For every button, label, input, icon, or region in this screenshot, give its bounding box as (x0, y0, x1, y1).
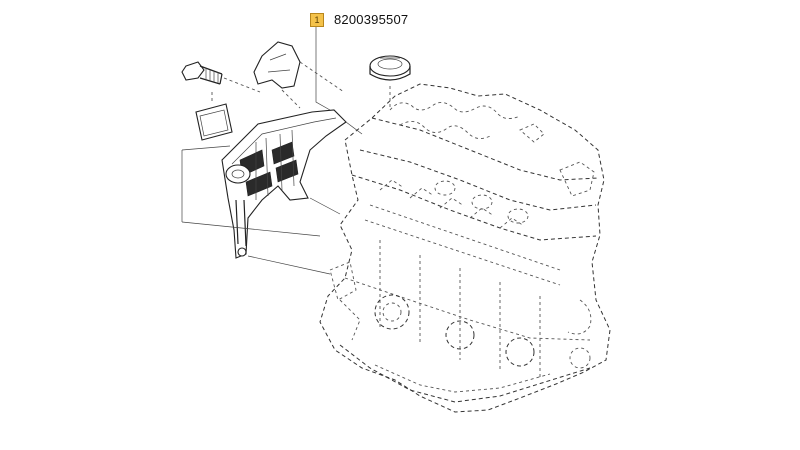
part-callout: 1 8200395507 (310, 12, 408, 27)
oil-filler-cap (369, 55, 411, 110)
gasket-plate (195, 92, 233, 141)
callout-index-badge: 1 (310, 12, 324, 27)
projection-lines (181, 61, 363, 275)
engine-block (319, 83, 611, 413)
part-number-label[interactable]: 8200395507 (334, 12, 409, 27)
callout-leader-line (315, 26, 331, 111)
bolt (181, 61, 261, 93)
bracket (253, 41, 301, 109)
timing-belt-cover (221, 109, 347, 259)
